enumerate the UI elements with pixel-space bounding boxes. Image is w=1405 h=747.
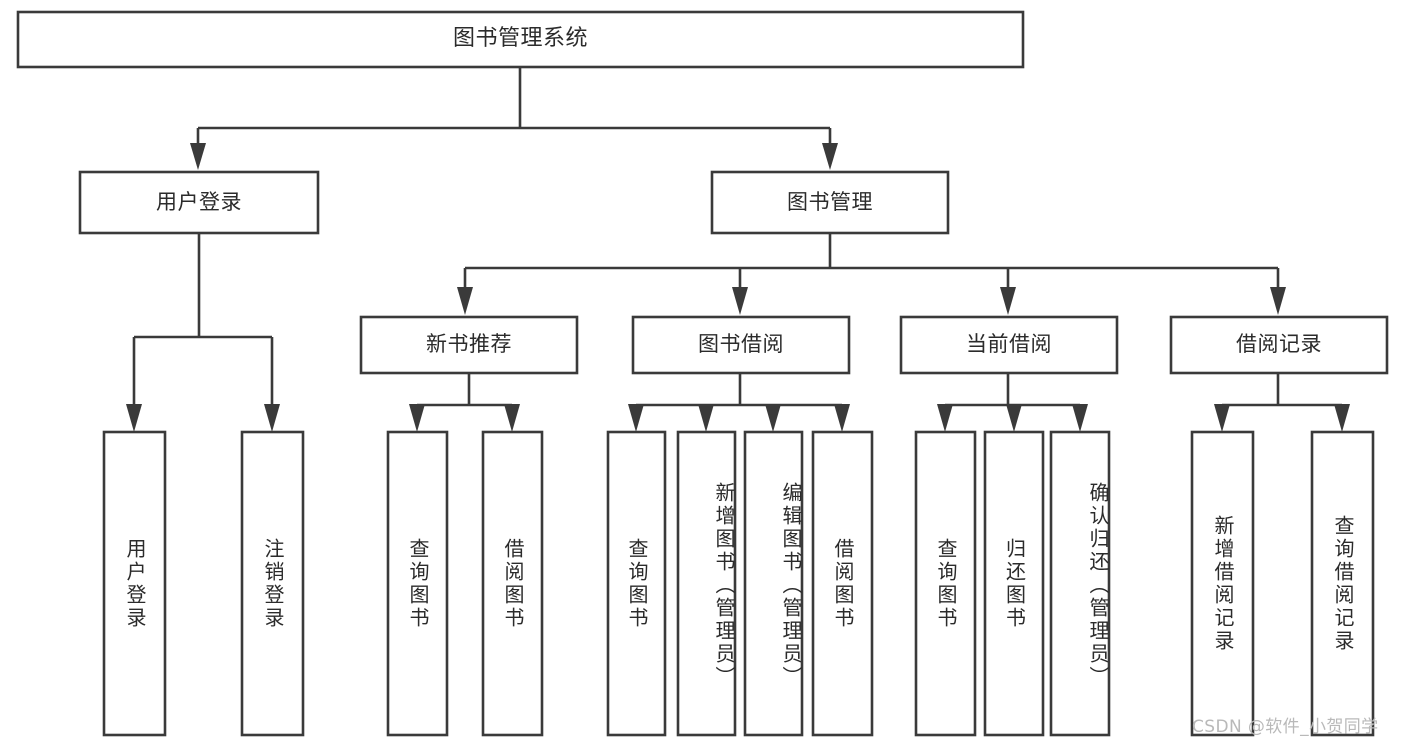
- arrow-head-user-login: [190, 143, 206, 170]
- arrow-head-leaf-cb-return-book: [1006, 404, 1022, 432]
- arrow-head-leaf-bb-add-book: [698, 404, 714, 432]
- node-box-book-borrow[interactable]: [631, 315, 851, 375]
- node-box-leaf-cb-query-book[interactable]: [914, 430, 977, 737]
- arrow-head-leaf-br-query-record: [1334, 404, 1350, 432]
- arrow-head-leaf-bb-borrow-book: [834, 404, 850, 432]
- arrow-head-book-borrow: [732, 287, 748, 315]
- node-box-leaf-nb-borrow-book[interactable]: [481, 430, 544, 737]
- arrow-head-leaf-cb-confirm-return: [1072, 404, 1088, 432]
- node-box-leaf-user-login[interactable]: [102, 430, 167, 737]
- arrow-head-leaf-bb-edit-book: [765, 404, 781, 432]
- node-box-leaf-nb-query-book[interactable]: [386, 430, 449, 737]
- node-box-borrow-record[interactable]: [1169, 315, 1389, 375]
- node-box-current-borrow[interactable]: [899, 315, 1119, 375]
- node-box-leaf-bb-edit-book[interactable]: [743, 430, 804, 737]
- node-box-leaf-logout[interactable]: [240, 430, 305, 737]
- node-box-new-book-recommend[interactable]: [359, 315, 579, 375]
- node-box-user-login[interactable]: [78, 170, 320, 235]
- arrow-head-leaf-nb-query-book: [409, 404, 425, 432]
- arrow-head-book-manage: [822, 143, 838, 170]
- arrow-head-current-borrow: [1000, 287, 1016, 315]
- node-box-leaf-br-query-record[interactable]: [1310, 430, 1375, 737]
- arrow-head-leaf-logout: [264, 404, 280, 432]
- node-box-leaf-bb-query-book[interactable]: [606, 430, 667, 737]
- node-box-root[interactable]: [16, 10, 1025, 69]
- arrow-head-leaf-bb-query-book: [628, 404, 644, 432]
- arrow-head-borrow-record: [1270, 287, 1286, 315]
- arrow-head-leaf-nb-borrow-book: [504, 404, 520, 432]
- node-box-leaf-bb-borrow-book[interactable]: [811, 430, 874, 737]
- node-box-leaf-cb-return-book[interactable]: [983, 430, 1045, 737]
- arrow-head-new-book-recommend: [457, 287, 473, 315]
- node-box-book-manage[interactable]: [710, 170, 950, 235]
- node-box-leaf-br-add-record[interactable]: [1190, 430, 1255, 737]
- arrow-head-leaf-br-add-record: [1214, 404, 1230, 432]
- arrow-head-leaf-cb-query-book: [937, 404, 953, 432]
- arrow-head-leaf-user-login: [126, 404, 142, 432]
- node-box-leaf-cb-confirm-return[interactable]: [1049, 430, 1111, 737]
- node-box-leaf-bb-add-book[interactable]: [676, 430, 737, 737]
- csdn-watermark: CSDN @软件_小贺同学: [1192, 717, 1379, 737]
